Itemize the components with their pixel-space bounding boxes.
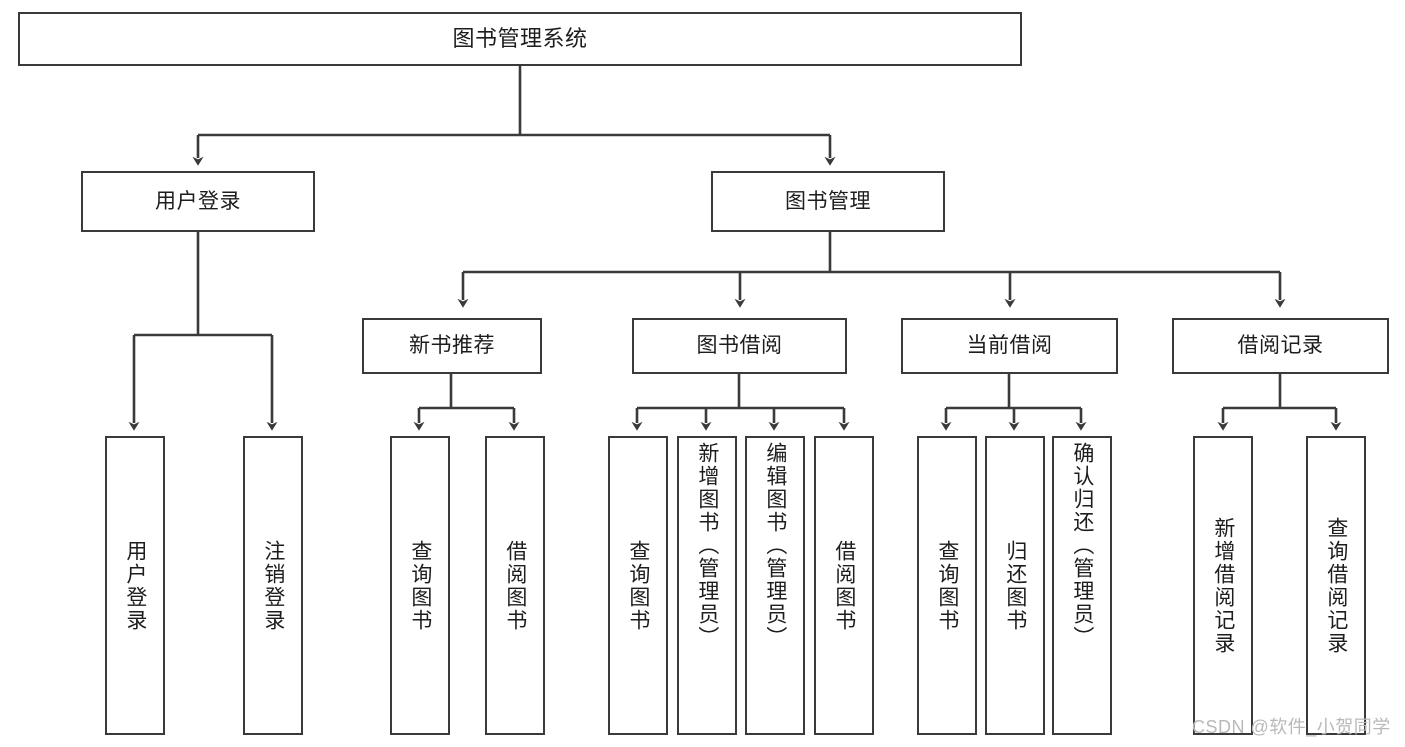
csdn-watermark: CSDN @软件_小贺同学: [1192, 717, 1391, 737]
node-label: 图书管理系统: [452, 25, 588, 51]
node-label: 用户登录: [155, 189, 241, 213]
node-current-borrow[interactable]: 当前借阅: [901, 318, 1118, 374]
node-label: 新增借阅记录: [1211, 516, 1235, 655]
node-book-management-system[interactable]: 图书管理系统: [18, 12, 1022, 66]
node-label: 编辑图书（管理员）: [763, 442, 787, 649]
leaf-confirm-return[interactable]: 确认归还（管理员）: [1052, 436, 1112, 735]
node-label: 确认归还（管理员）: [1070, 442, 1094, 649]
leaf-query-book-3[interactable]: 查询图书: [917, 436, 977, 735]
node-label: 新书推荐: [409, 334, 495, 358]
node-book-management[interactable]: 图书管理: [711, 171, 945, 232]
leaf-edit-book[interactable]: 编辑图书（管理员）: [745, 436, 805, 735]
node-label: 用户登录: [123, 539, 147, 632]
node-label: 查询图书: [408, 539, 432, 632]
leaf-query-borrow-record[interactable]: 查询借阅记录: [1306, 436, 1366, 735]
node-new-book-recommend[interactable]: 新书推荐: [362, 318, 542, 374]
leaf-add-borrow-record[interactable]: 新增借阅记录: [1193, 436, 1253, 735]
node-label: 图书管理: [785, 189, 871, 213]
leaf-query-book-2[interactable]: 查询图书: [608, 436, 668, 735]
node-label: 查询借阅记录: [1324, 516, 1348, 655]
node-label: 当前借阅: [966, 334, 1053, 358]
node-label: 新增图书（管理员）: [695, 442, 719, 649]
leaf-return-book[interactable]: 归还图书: [985, 436, 1045, 735]
node-borrow-record[interactable]: 借阅记录: [1172, 318, 1389, 374]
node-label: 借阅图书: [832, 539, 856, 632]
node-label: 查询图书: [626, 539, 650, 632]
leaf-user-login[interactable]: 用户登录: [105, 436, 165, 735]
node-user-login[interactable]: 用户登录: [81, 171, 315, 232]
node-label: 查询图书: [935, 539, 959, 632]
node-label: 注销登录: [261, 539, 285, 632]
leaf-logout-login[interactable]: 注销登录: [243, 436, 303, 735]
node-label: 图书借阅: [696, 334, 783, 358]
leaf-query-book-1[interactable]: 查询图书: [390, 436, 450, 735]
node-book-borrow[interactable]: 图书借阅: [632, 318, 847, 374]
leaf-borrow-book-1[interactable]: 借阅图书: [485, 436, 545, 735]
leaf-borrow-book-2[interactable]: 借阅图书: [814, 436, 874, 735]
node-label: 借阅图书: [503, 539, 527, 632]
node-label: 归还图书: [1003, 539, 1027, 632]
leaf-add-book[interactable]: 新增图书（管理员）: [677, 436, 737, 735]
node-label: 借阅记录: [1237, 334, 1324, 358]
